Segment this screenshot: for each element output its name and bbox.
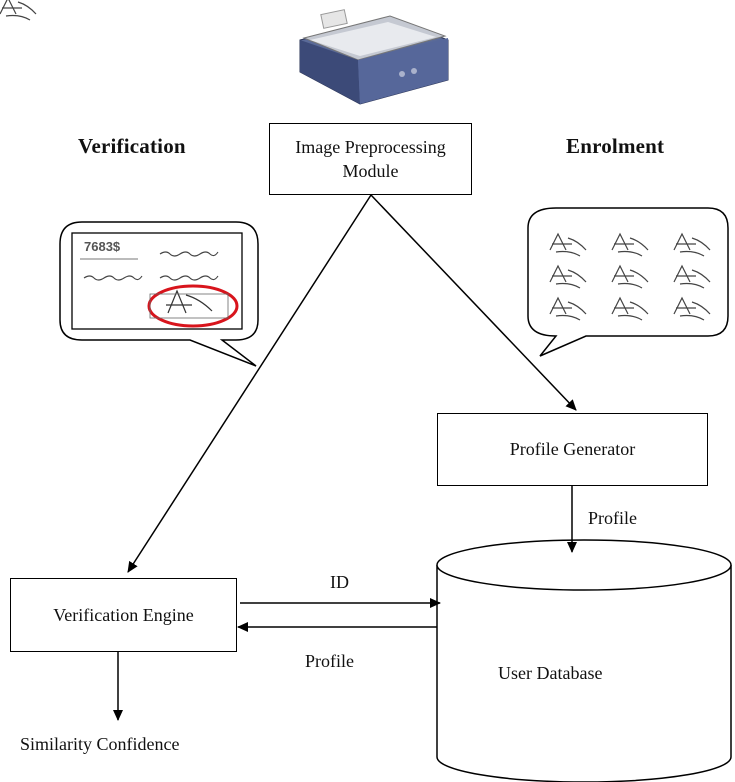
profile-return-edge-label: Profile [305,651,354,671]
arrow-preprocessing-to-profile-generator [370,194,577,411]
verification-engine-label: Verification Engine [53,604,194,625]
similarity-confidence-label: Similarity Confidence [20,734,180,754]
image-preprocessing-module-node: Image Preprocessing Module [269,123,472,195]
enrolment-heading: Enrolment [566,134,665,158]
profile-generator-node: Profile Generator [437,413,708,486]
verification-engine-node: Verification Engine [10,578,237,652]
arrow-preprocessing-to-verification [127,194,372,573]
signature-highlight-circle [147,284,239,328]
cheque-amount: 7683$ [84,239,121,254]
edges [113,194,577,721]
profile-generator-label: Profile Generator [509,439,636,460]
verification-heading: Verification [78,134,186,158]
database-cylinder-icon [436,539,732,782]
preprocessing-label-line2: Module [342,161,399,181]
preprocessing-label-line1: Image Preprocessing [295,136,446,157]
user-database-label: User Database [498,663,603,683]
id-edge-label: ID [330,572,349,592]
scanner-icon [299,9,449,105]
cheque-icon [71,232,243,330]
cheque-bubble [59,221,259,367]
signature-samples-icon [0,0,729,357]
profile-edge-label: Profile [588,508,637,528]
